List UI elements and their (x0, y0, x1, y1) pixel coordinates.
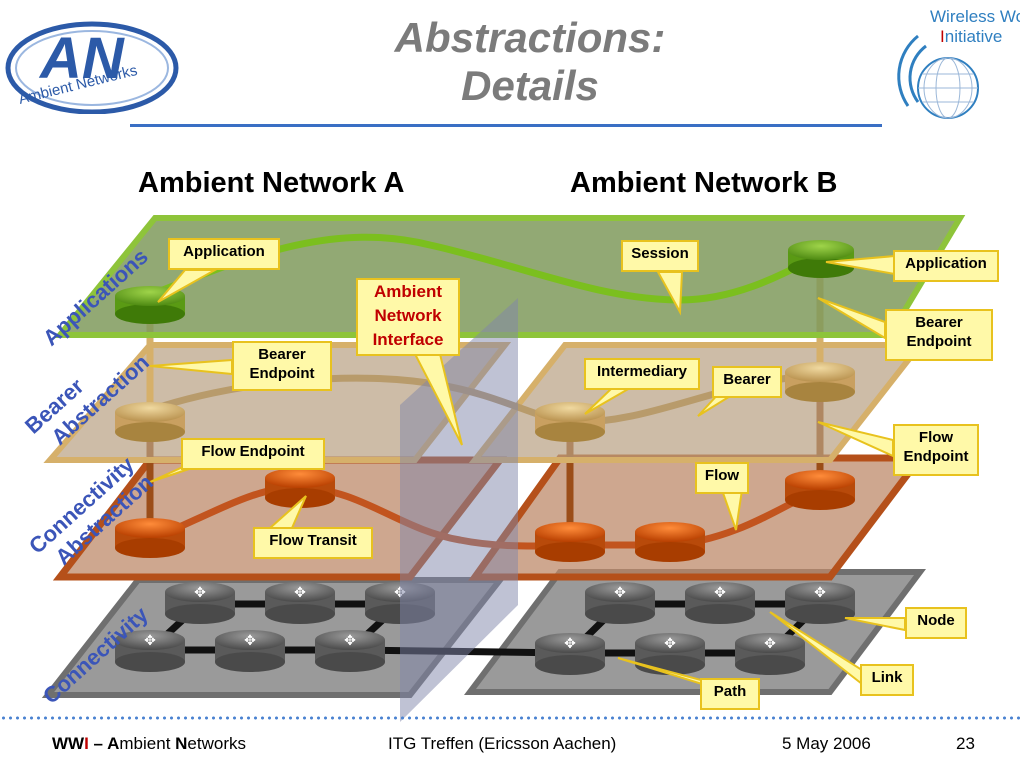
svg-text:✥: ✥ (344, 633, 356, 649)
bearer-endpoint-a-line-2: Endpoint (249, 365, 315, 382)
callout-link: Link (860, 664, 914, 696)
bearer-endpoint-a-line-1: Bearer (258, 346, 306, 363)
bearer-node (785, 362, 855, 402)
svg-text:✥: ✥ (144, 633, 156, 649)
ani-line-1: Ambient (374, 282, 442, 301)
router-node: ✥ (215, 630, 285, 672)
footer-event: ITG Treffen (Ericsson Aachen) (388, 734, 617, 753)
svg-text:✥: ✥ (814, 585, 826, 601)
callout-intermediary: Intermediary (584, 358, 700, 390)
network-a-label: Ambient Network A (138, 167, 405, 199)
application-nodes (115, 240, 854, 324)
svg-text:✥: ✥ (664, 636, 676, 652)
callout-flow-transit: Flow Transit (253, 527, 373, 559)
logo-mark: AN (38, 26, 125, 91)
callout-path: Path (700, 678, 760, 710)
wwi-text-2: Initiative (940, 27, 1002, 46)
application-node (115, 286, 185, 324)
bearer-nodes (115, 362, 855, 442)
application-node (788, 240, 854, 278)
callout-bearer-endpoint-a: Bearer Endpoint (232, 341, 332, 391)
svg-text:✥: ✥ (194, 585, 206, 601)
svg-text:✥: ✥ (614, 585, 626, 601)
svg-text:✥: ✥ (294, 585, 306, 601)
router-node: ✥ (785, 582, 855, 624)
svg-text:✥: ✥ (764, 636, 776, 652)
footer-project: WWI – Ambient Networks (52, 734, 246, 753)
callout-application-b: Application (893, 250, 999, 282)
flow-node (265, 468, 335, 508)
bearer-endpoint-b-line-2: Endpoint (906, 333, 972, 350)
ambient-networks-logo: AN Ambient Networks (5, 21, 179, 114)
flow-node (785, 470, 855, 510)
flow-nodes (115, 468, 855, 562)
callout-flow: Flow (695, 462, 749, 494)
svg-text:✥: ✥ (564, 636, 576, 652)
svg-text:✥: ✥ (244, 633, 256, 649)
router-nodes: ✥ ✥ ✥ ✥ ✥ ✥ ✥ ✥ ✥ ✥ ✥ ✥ (115, 582, 855, 675)
callout-ambient-network-interface: Ambient Network Interface (356, 278, 460, 356)
callout-bearer-endpoint-b: Bearer Endpoint (885, 309, 993, 361)
footer-date: 5 May 2006 (782, 734, 871, 753)
bearer-node (535, 402, 605, 442)
title-line-2: Details (461, 62, 599, 109)
router-node: ✥ (735, 633, 805, 675)
router-node: ✥ (635, 633, 705, 675)
bearer-endpoint-b-line-1: Bearer (915, 314, 963, 331)
router-node: ✥ (115, 630, 185, 672)
callout-node: Node (905, 607, 967, 639)
callout-bearer: Bearer (712, 366, 782, 398)
router-node: ✥ (585, 582, 655, 624)
callout-application-a: Application (168, 238, 280, 270)
svg-text:✥: ✥ (714, 585, 726, 601)
footer-divider (0, 716, 1024, 720)
network-b-label: Ambient Network B (570, 167, 838, 199)
slide-title: Abstractions: Details (250, 14, 810, 110)
flow-endpoint-b-line-2: Endpoint (903, 448, 969, 465)
title-line-1: Abstractions: (394, 14, 666, 61)
router-node: ✥ (165, 582, 235, 624)
callout-flow-endpoint-a: Flow Endpoint (181, 438, 325, 470)
wireless-world-initiative-logo: Wireless World Initiative (897, 7, 1020, 119)
ani-line-2: Network (374, 306, 442, 325)
callout-flow-endpoint-b: Flow Endpoint (893, 424, 979, 476)
wwi-text-1: Wireless World (930, 7, 1020, 26)
ani-line-3: Interface (372, 330, 444, 349)
ani-slab (400, 298, 518, 722)
router-node: ✥ (265, 582, 335, 624)
callout-session: Session (621, 240, 699, 272)
flow-node (535, 522, 605, 562)
flow-endpoint-b-line-1: Flow (918, 429, 954, 446)
flow-node (635, 522, 705, 562)
router-node: ✥ (315, 630, 385, 672)
footer-page-number: 23 (956, 734, 975, 753)
bearer-node (115, 402, 185, 442)
wwi-letter-i: I (940, 27, 945, 46)
callout-pointers (149, 254, 906, 687)
flow-node (115, 518, 185, 558)
router-node: ✥ (685, 582, 755, 624)
title-rule (130, 124, 882, 127)
router-node: ✥ (535, 633, 605, 675)
